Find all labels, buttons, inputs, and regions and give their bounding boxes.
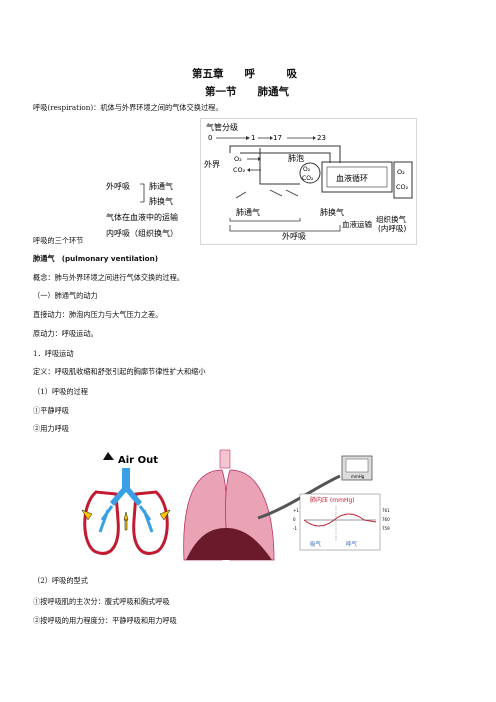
body-line: 直接动力：肺泡内压力与大气压力之差。 [33, 310, 163, 319]
grade-0: 0 [208, 134, 212, 142]
arrow-head [246, 136, 250, 140]
grade-17: 17 [273, 134, 282, 142]
section-title: 第一节 肺通气 [205, 86, 289, 98]
body-line: （一）肺通气的动力 [33, 291, 98, 300]
co2-label: CO₂ [233, 166, 246, 174]
outside-label: 外界 [204, 159, 220, 169]
diaphragm-region [186, 528, 272, 560]
axis-right-760: 760 [382, 517, 390, 522]
bracket [229, 225, 341, 232]
axis-right-761: 761 [382, 508, 390, 513]
arrow-head [270, 136, 273, 140]
alveolus-co2: CO₂ [302, 175, 314, 182]
air-out-lungs: Air Out [81, 452, 171, 555]
blood-transport-label: 血液运输 [342, 219, 372, 229]
sketch-brace [140, 183, 145, 203]
sketch-blood-transport: 气体在血液中的运输 [106, 212, 178, 222]
plot-title: 肺内压 (mmHg) [310, 496, 355, 504]
airway-tube [229, 145, 341, 163]
grade-23: 23 [317, 134, 326, 142]
external-resp-label: 外呼吸 [282, 231, 306, 241]
circulation-inner [326, 166, 388, 188]
bronchi-icon [98, 505, 154, 533]
o2-label: O₂ [234, 155, 242, 163]
gauge-screen [345, 458, 369, 473]
body-line: ①按呼吸肌的主次分：腹式呼吸和胸式呼吸 [33, 597, 170, 606]
gauge-unit: mmHg [351, 474, 365, 479]
grade-1: 1 [251, 134, 255, 142]
circulation-loop [321, 161, 393, 193]
body-line: 概念：肺与外界环境之间进行气体交换的过程。 [33, 273, 184, 282]
body-line: ②按呼吸的用力程度分：平静呼吸和用力呼吸 [33, 616, 177, 625]
body-line: ①平静呼吸 [33, 406, 69, 415]
airway-branch [259, 148, 300, 185]
tissue-co2: CO₂ [396, 183, 409, 191]
lung-vent-label: 肺通气 [236, 207, 260, 217]
body-line: 原动力：呼吸运动。 [33, 329, 98, 338]
breathing-illustration: Air Out mmHg 肺内压 (mmHg) +1 0 -1 761 760 … [78, 448, 398, 564]
tissue-o2: O₂ [397, 168, 405, 176]
up-arrow-icon [123, 511, 129, 531]
alveolus-o2: O₂ [303, 166, 311, 173]
body-line: ②用力呼吸 [33, 424, 69, 433]
body-line: （2）呼吸的型式 [33, 576, 88, 585]
three-stages-sketch: 外呼吸 肺通气 肺换气 气体在血液中的运输 内呼吸（组织换气） [103, 178, 200, 242]
exhale-label: 呼气 [346, 540, 358, 548]
axis-left-0: 0 [293, 517, 296, 522]
sketch-internal: 内呼吸（组织换气） [106, 228, 178, 238]
arrow-line [285, 189, 299, 197]
circulation-label: 血液循环 [336, 173, 368, 183]
sketch-lung-exchange: 肺换气 [149, 196, 173, 206]
arrow-line [269, 189, 283, 197]
pulmonary-ventilation-heading: 肺通气 (pulmonary ventilation) [33, 254, 159, 263]
body-line: 定义：呼吸肌收缩和舒张引起的胸廓节律性扩大和缩小 [33, 367, 206, 376]
chapter-title: 第五章 呼 吸 [192, 68, 297, 80]
alveolus-label: 肺泡 [288, 153, 304, 163]
arrow-head [247, 168, 250, 172]
body-line: 1．呼吸运动 [33, 349, 74, 358]
axis-left-p1: +1 [293, 508, 299, 513]
axis-right-759: 759 [382, 526, 390, 531]
pressure-gauge: mmHg [341, 455, 373, 481]
bracket [229, 218, 301, 222]
intro-text: 呼吸(respiration)：机体与外界环境之间的气体交换过程。 [33, 103, 223, 112]
tissue-exchange-label: 组织换气 [376, 214, 406, 224]
lung-exchange-label: 肺换气 [320, 207, 344, 217]
air-out-arrow-icon [103, 452, 114, 460]
arrow-line [235, 191, 247, 199]
trachea-icon [110, 468, 142, 506]
tissue-box [393, 161, 413, 199]
sketch-external: 外呼吸 [106, 181, 130, 191]
sketch-lung-vent: 肺通气 [149, 181, 173, 191]
in-arrow-left-icon [81, 509, 93, 521]
arrow-head [313, 136, 316, 140]
air-out-label: Air Out [118, 455, 158, 466]
body-line: （1）呼吸的过程 [33, 387, 88, 396]
axis-left-m1: -1 [293, 526, 297, 531]
caption-three-stages: 呼吸的三个环节 [33, 236, 84, 245]
trachea-center [219, 449, 231, 469]
plot-frame [299, 493, 381, 551]
internal-resp-label: (内呼吸) [378, 223, 406, 233]
in-arrow-right-icon [159, 509, 171, 521]
bronchial-grade-label: 气管分级 [206, 122, 238, 132]
pressure-plot: 肺内压 (mmHg) +1 0 -1 761 760 759 吸气 呼气 [293, 493, 390, 551]
respiration-process-diagram: 气管分级 0 1 17 23 外界 O₂ CO₂ 肺泡 O₂ CO₂ 血液循环 … [200, 118, 417, 245]
pressure-curve [303, 513, 377, 527]
lung-cross-section [183, 449, 341, 561]
inhale-label: 吸气 [310, 540, 322, 548]
alveolus-circle [299, 162, 321, 184]
